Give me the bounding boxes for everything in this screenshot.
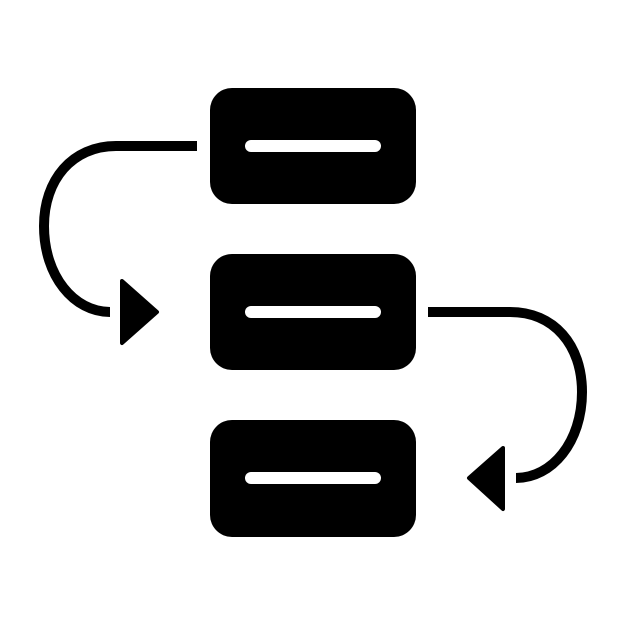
step-box-1 — [210, 88, 416, 204]
arrow-2-to-3 — [428, 307, 587, 511]
step-box-3 — [210, 420, 416, 537]
arrow-2-to-3-curve — [428, 307, 587, 483]
arrow-1-to-2-head-icon — [120, 279, 159, 345]
arrow-1-to-2 — [39, 141, 197, 345]
arrow-2-to-3-head-icon — [467, 446, 505, 511]
arrow-1-to-2-curve — [39, 141, 197, 317]
step-box-2 — [210, 254, 416, 370]
